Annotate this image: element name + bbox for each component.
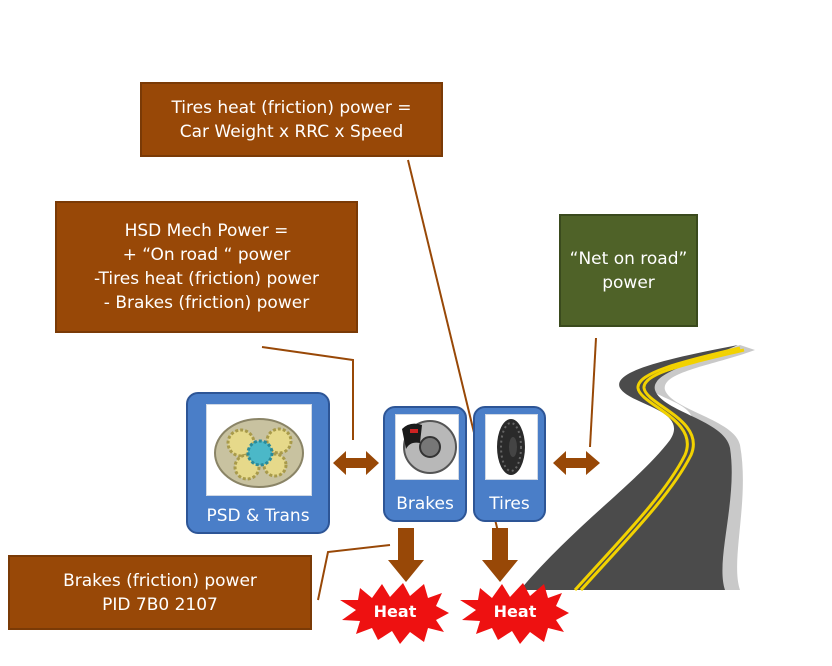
tires-heat-arrow (482, 528, 518, 582)
callout-line: - Brakes (friction) power (103, 293, 310, 313)
callout-line: power (602, 272, 655, 293)
tires-heat-callout: Tires heat (friction) power = Car Weight… (140, 82, 443, 157)
brake-disc-icon (395, 414, 459, 480)
heat-burst-tires: Heat (460, 583, 569, 644)
brakes-heat-arrow (388, 528, 424, 582)
callout-line: + “On road “ power (122, 245, 291, 265)
callout-line: Brakes (friction) power (63, 570, 257, 591)
psd-trans-label: PSD & Trans (206, 506, 310, 526)
tire-icon (485, 414, 538, 480)
brakes-friction-callout: Brakes (friction) power PID 7B0 2107 (8, 555, 312, 630)
callout-line: Car Weight x RRC x Speed (179, 121, 404, 142)
hsd-connector (261, 346, 354, 440)
gear-icon (206, 404, 312, 496)
down-arrows (388, 528, 518, 582)
heat-burst-brakes: Heat (340, 583, 449, 644)
callout-line: PID 7B0 2107 (102, 594, 218, 615)
net-connector (589, 337, 597, 448)
callout-line: -Tires heat (friction) power (93, 269, 320, 289)
tires-panel: Tires (473, 406, 546, 522)
tires-road-arrow (553, 451, 600, 475)
heat-label: Heat (374, 602, 417, 621)
road-illustration (520, 345, 755, 592)
psd-trans-panel: PSD & Trans (186, 392, 330, 534)
tires-label: Tires (489, 494, 530, 514)
brakes-friction-connector (317, 544, 391, 601)
heat-label: Heat (494, 602, 537, 621)
double-arrows (333, 451, 600, 475)
hsd-mech-callout: HSD Mech Power = + “On road “ power -Tir… (55, 201, 358, 333)
callout-line: HSD Mech Power = (124, 221, 289, 241)
brakes-panel: Brakes (383, 406, 467, 522)
callout-line: Tires heat (friction) power = (171, 97, 412, 118)
callout-line: “Net on road” (569, 248, 688, 269)
net-on-road-callout: “Net on road” power (559, 214, 698, 327)
brakes-label: Brakes (396, 494, 454, 514)
psd-brakes-arrow (333, 451, 379, 475)
